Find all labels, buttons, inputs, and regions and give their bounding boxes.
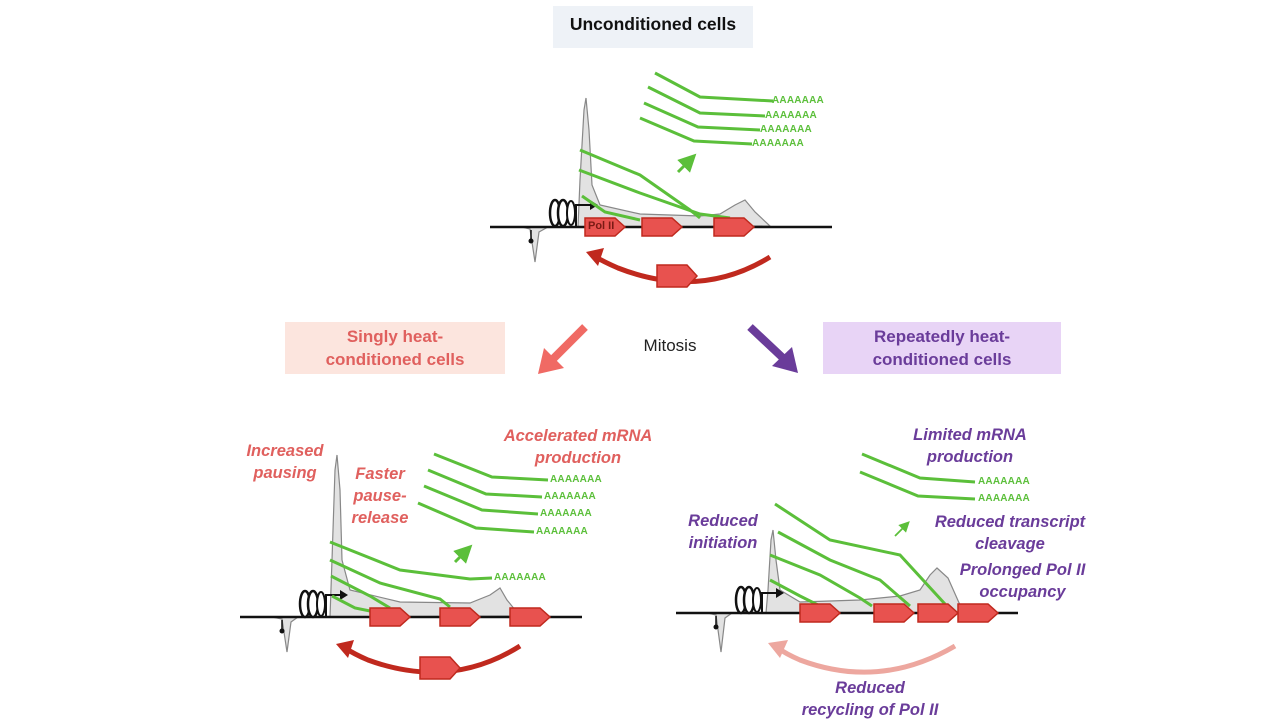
polya-tail: AAAAAAA xyxy=(765,110,817,121)
mrna-line xyxy=(643,101,761,132)
polya-tail: AAAAAAA xyxy=(760,124,812,135)
transcript-line xyxy=(329,540,493,581)
pol2-complex xyxy=(439,607,482,627)
pol2-complex xyxy=(369,607,412,627)
transcript-line xyxy=(331,594,376,614)
reduced-cleavage-label: Reduced transcript cleavage xyxy=(934,513,1086,553)
tss-arrow-icon xyxy=(325,594,342,617)
mrna-line xyxy=(654,71,774,103)
transcript-line xyxy=(769,578,821,608)
mrna-line xyxy=(861,452,976,484)
mrna-line xyxy=(639,116,753,146)
pol-density-profile xyxy=(765,529,970,614)
tss-arrow-icon xyxy=(575,204,592,227)
pol2-label: Pol II xyxy=(588,220,615,232)
faster-pause-release-label: Faster pause- release xyxy=(351,465,409,527)
release-arrow-icon xyxy=(894,521,910,537)
pol2-complex xyxy=(584,217,627,237)
transcript-line xyxy=(579,148,701,220)
pol-density-profile xyxy=(577,97,772,228)
polya-tail: AAAAAAA xyxy=(978,476,1030,487)
antisense-peak xyxy=(521,226,549,263)
singly-branch-arrow-icon xyxy=(550,324,588,362)
pol2-complex xyxy=(509,607,552,627)
singly-gene-panel xyxy=(240,452,582,680)
antisense-peak xyxy=(271,616,299,653)
release-arrow-icon xyxy=(453,544,473,564)
polya-tail: AAAAAAA xyxy=(752,138,804,149)
recycling-arc xyxy=(592,253,772,285)
nucleosome-icon xyxy=(298,589,326,619)
pol2-complex xyxy=(873,603,916,623)
transcript-line xyxy=(330,574,391,610)
transcript-line xyxy=(777,530,911,608)
transcript-line xyxy=(329,558,451,609)
mrna-line xyxy=(433,452,549,482)
pol-density-profile xyxy=(329,454,522,618)
mrna-line xyxy=(427,468,543,499)
branch-arrows xyxy=(538,324,798,374)
polya-tail: AAAAAAA xyxy=(494,572,546,583)
pol2-complex xyxy=(957,603,1000,623)
accelerated-mrna-label: Accelerated mRNA production xyxy=(503,427,653,467)
mrna-line xyxy=(417,501,535,534)
pol2-complex xyxy=(419,656,462,680)
recycling-arc xyxy=(776,643,957,675)
repeated-branch-arrow-icon xyxy=(747,324,786,361)
pol2-complex xyxy=(656,264,699,288)
repeated-gene-panel xyxy=(676,452,1018,675)
polya-tail: AAAAAAA xyxy=(550,474,602,485)
antisense-peak xyxy=(707,612,733,653)
nucleosome-icon xyxy=(548,198,576,228)
tss-arrow-icon xyxy=(761,592,778,613)
mrna-line xyxy=(859,470,976,501)
polya-tail: AAAAAAA xyxy=(540,508,592,519)
transcript-line xyxy=(769,553,873,608)
polya-tail: AAAAAAA xyxy=(536,526,588,537)
reduced-recycling-label: Reduced recycling of Pol II xyxy=(801,679,939,719)
pol2-complex xyxy=(917,603,960,623)
polya-tail: AAAAAAA xyxy=(544,491,596,502)
release-arrow-icon xyxy=(676,153,697,174)
repeatedly-conditioned-tag: Repeatedly heat- conditioned cells xyxy=(823,322,1061,374)
top-gene-panel xyxy=(490,71,832,288)
nucleosome-icon xyxy=(734,585,762,615)
unconditioned-cells-title: Unconditioned cells xyxy=(553,6,753,48)
transcript-line xyxy=(578,168,731,220)
polya-tail: AAAAAAA xyxy=(772,95,824,106)
mrna-line xyxy=(423,484,539,516)
prolonged-occupancy-label: Prolonged Pol II occupancy xyxy=(959,561,1086,601)
transcript-line xyxy=(581,194,641,222)
increased-pausing-label: Increased pausing xyxy=(246,442,324,482)
pol2-complex xyxy=(713,217,756,237)
transcript-line xyxy=(774,502,947,606)
mitosis-label: Mitosis xyxy=(643,336,697,355)
limited-mrna-label: Limited mRNA production xyxy=(913,426,1027,466)
recycling-arc xyxy=(343,643,522,675)
reduced-initiation-label: Reduced initiation xyxy=(688,512,758,552)
singly-conditioned-tag: Singly heat- conditioned cells xyxy=(285,322,505,374)
polya-tail: AAAAAAA xyxy=(978,493,1030,504)
pol2-complex xyxy=(799,603,842,623)
pol2-complex xyxy=(641,217,684,237)
mrna-line xyxy=(647,85,766,118)
